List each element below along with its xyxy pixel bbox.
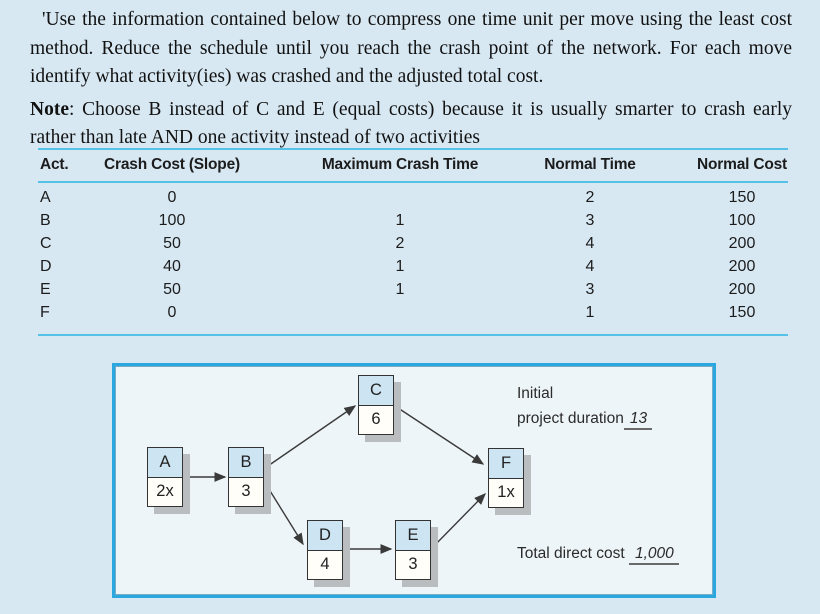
cell-act: A	[40, 189, 51, 206]
edge-B-D	[266, 485, 304, 546]
duration-line1: Initial	[517, 385, 554, 402]
header-act: Act.	[40, 156, 69, 173]
intro-text-block: 'Use the information contained below to …	[30, 6, 792, 153]
cell-normal-time: 3	[585, 212, 595, 229]
table-header-row: Act. Crash Cost (Slope) Maximum Crash Ti…	[38, 156, 788, 179]
duration-value: 13	[623, 410, 653, 430]
activity-node-C: C 6	[358, 375, 394, 435]
cost-label: Total direct cost	[517, 545, 625, 562]
note-label: Note	[30, 98, 69, 120]
cell-normal-cost: 200	[728, 235, 756, 252]
network-diagram-panel: A 2x B 3 C 6 D 4 E 3 F 1x Initial projec…	[112, 363, 716, 598]
cell-normal-cost: 100	[728, 212, 756, 229]
node-value: 6	[371, 410, 381, 429]
header-normal-time: Normal Time	[544, 156, 636, 173]
note-paragraph: Note: Choose B instead of C and E (equal…	[30, 96, 792, 153]
node-label: B	[229, 448, 263, 478]
cell-act: E	[40, 281, 51, 298]
cost-value: 1,000	[629, 545, 679, 565]
node-value: 3	[408, 555, 418, 574]
node-label: C	[359, 376, 393, 406]
cell-crash-cost: 40	[163, 258, 181, 275]
cell-normal-cost: 200	[728, 281, 756, 298]
cell-normal-time: 2	[585, 189, 595, 206]
cell-crash-cost: 50	[163, 235, 181, 252]
cell-act: B	[40, 212, 51, 229]
table-row: E 50 1 3 200	[38, 281, 788, 304]
node-value: 2x	[156, 482, 174, 501]
node-value: 3	[241, 482, 251, 501]
activity-node-D: D 4	[307, 520, 343, 580]
table-rule-header	[38, 181, 788, 183]
table-row: B 100 1 3 100	[38, 212, 788, 235]
cell-act: D	[40, 258, 52, 275]
table-row: C 50 2 4 200	[38, 235, 788, 258]
node-label: E	[396, 521, 430, 551]
edge-C-F	[394, 405, 485, 465]
cell-max-crash: 2	[395, 235, 405, 252]
node-label: D	[308, 521, 342, 551]
header-max-crash-time: Maximum Crash Time	[321, 156, 479, 173]
cell-crash-cost: 100	[158, 212, 186, 229]
table-row: A 0 2 150	[38, 189, 788, 212]
node-value: 4	[320, 555, 330, 574]
cell-max-crash: 1	[395, 258, 405, 275]
cell-crash-cost: 0	[167, 304, 177, 321]
cell-act: C	[40, 235, 52, 252]
node-label: A	[148, 448, 182, 478]
intro-paragraph: 'Use the information contained below to …	[30, 6, 792, 92]
cell-normal-cost: 200	[728, 258, 756, 275]
activity-node-B: B 3	[228, 447, 264, 507]
table-row: D 40 1 4 200	[38, 258, 788, 281]
cell-act: F	[40, 304, 50, 321]
cell-normal-cost: 150	[728, 304, 756, 321]
cell-max-crash: 1	[395, 212, 405, 229]
cell-normal-time: 4	[585, 235, 595, 252]
note-text: : Choose B instead of C and E (equal cos…	[30, 98, 792, 149]
table-rule-top	[38, 148, 788, 150]
intro-paragraph-text: 'Use the information contained below to …	[30, 9, 792, 87]
table-rule-bottom	[38, 334, 788, 336]
activity-node-E: E 3	[395, 520, 431, 580]
node-label: F	[489, 449, 523, 479]
cell-normal-cost: 150	[728, 189, 756, 206]
node-value: 1x	[497, 483, 515, 502]
network-edges-layer	[184, 405, 486, 554]
table-row: F 0 1 150	[38, 304, 788, 327]
cell-normal-time: 4	[585, 258, 595, 275]
cell-normal-time: 1	[585, 304, 595, 321]
cell-crash-cost: 50	[163, 281, 181, 298]
activity-node-F: F 1x	[488, 448, 524, 508]
duration-line2: project duration	[517, 410, 624, 427]
total-cost-annotation: Total direct cost 1,000	[517, 541, 679, 566]
header-normal-cost: Normal Cost	[697, 156, 787, 173]
edge-B-C	[264, 405, 357, 469]
cell-crash-cost: 0	[167, 189, 177, 206]
header-crash-cost: Crash Cost (Slope)	[104, 156, 240, 173]
edge-E-F	[431, 493, 486, 549]
cell-max-crash: 1	[395, 281, 405, 298]
cell-normal-time: 3	[585, 281, 595, 298]
activity-node-A: A 2x	[147, 447, 183, 507]
